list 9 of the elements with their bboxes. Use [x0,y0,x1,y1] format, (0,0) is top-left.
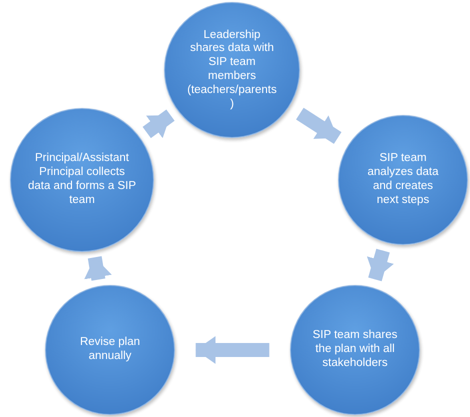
block-arrow [366,248,394,282]
step-text: Principal/Assistant Principal collects data and forms a SIP team [26,152,138,208]
block-arrow [196,336,270,364]
block-arrow [142,109,175,138]
step-text: SIP team analyzes data and creates next steps [366,152,440,208]
block-arrow [296,108,342,144]
step-text: Leadership shares data with SIP team members (teachers/parents) [186,28,278,112]
step-text: Revise plan annually [78,336,142,364]
step-text: SIP team shares the plan with all stakeholders [312,329,398,371]
